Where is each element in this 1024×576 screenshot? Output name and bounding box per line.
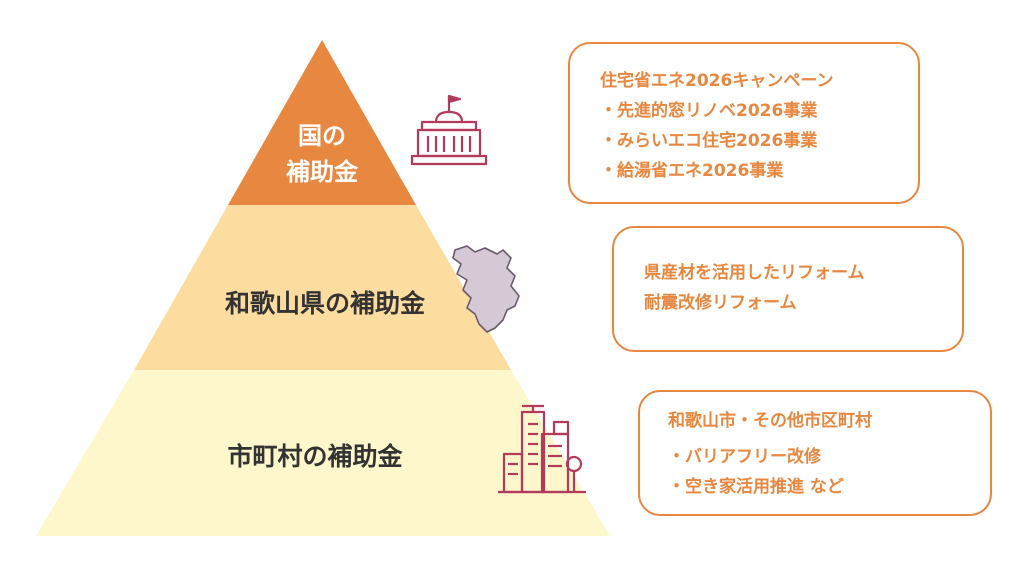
national-box-item: ・みらいエコ住宅2026事業 [600,131,818,151]
national-box-heading: 住宅省エネ2026キャンペーン [600,71,834,91]
wakayama-map-icon [452,245,520,333]
middle-tier-label: 和歌山県の補助金 [224,289,425,318]
municipal-box-item: ・バリアフリー改修 [668,447,821,467]
city-buildings-icon [498,404,586,494]
government-building-icon [410,94,488,166]
pyramid-middle-tier [134,205,511,370]
municipal-box-heading: 和歌山市・その他市区町村 [668,411,872,431]
top-tier-label: 国の 補助金 [262,118,382,190]
top-tier-label-line1: 国の [298,122,346,150]
national-box-item: ・先進的窓リノベ2026事業 [600,101,818,121]
pyramid-top-tier [228,40,416,205]
prefecture-box-item: 耐震改修リフォーム [644,293,797,313]
pyramid-bottom-tier [36,370,610,536]
municipal-box-item: ・空き家活用推進 など [668,477,844,497]
national-subsidy-box: 住宅省エネ2026キャンペーン ・先進的窓リノベ2026事業 ・みらいエコ住宅2… [568,42,920,204]
top-tier-label-line2: 補助金 [286,158,358,186]
municipal-subsidy-box: 和歌山市・その他市区町村 ・バリアフリー改修 ・空き家活用推進 など [638,390,992,516]
national-box-item: ・給湯省エネ2026事業 [600,161,784,181]
bottom-tier-label: 市町村の補助金 [227,442,403,471]
prefecture-subsidy-box: 県産材を活用したリフォーム 耐震改修リフォーム [612,226,964,352]
prefecture-box-item: 県産材を活用したリフォーム [644,263,865,283]
